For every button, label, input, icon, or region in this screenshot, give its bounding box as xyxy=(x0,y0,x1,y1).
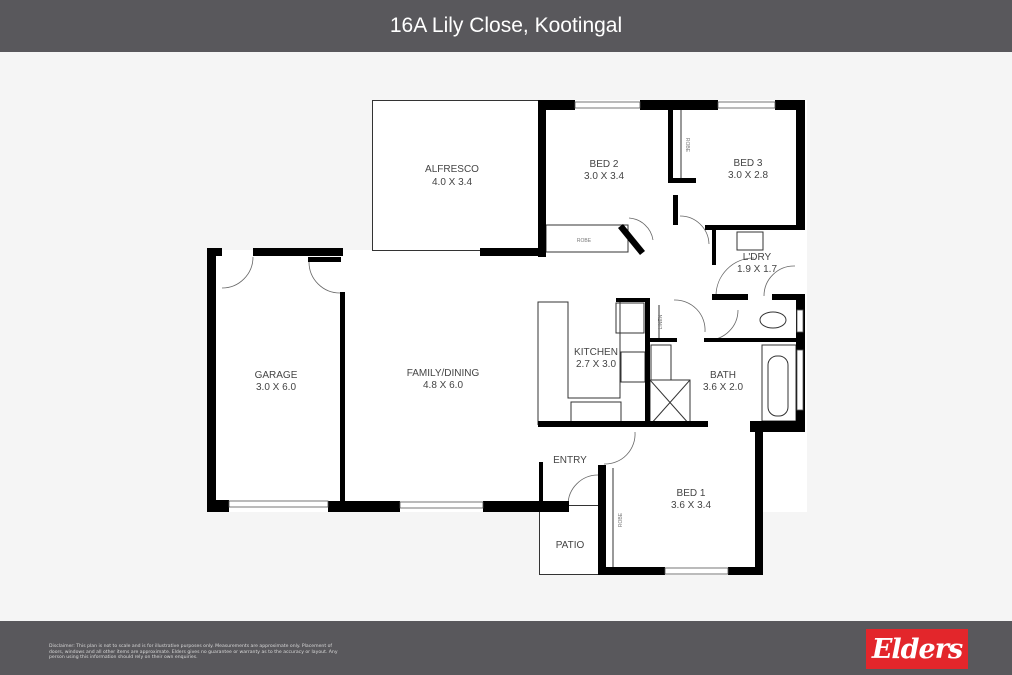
room-size: 3.6 X 3.4 xyxy=(671,500,711,511)
room-name: GARAGE xyxy=(255,370,298,381)
room-size: 1.9 X 1.7 xyxy=(737,264,777,275)
room-name: BATH xyxy=(710,370,736,381)
room-name: FAMILY/DINING xyxy=(407,368,480,379)
footer-bar: Disclaimer: This plan is not to scale an… xyxy=(0,621,1012,675)
robe-label: ROBE xyxy=(684,138,690,153)
floor-fill xyxy=(207,100,807,575)
elders-logo: Elders xyxy=(866,629,968,669)
room-size: 4.8 X 6.0 xyxy=(423,380,463,391)
room-size: 3.6 X 2.0 xyxy=(703,382,743,393)
door-swings xyxy=(221,215,796,506)
room-size: 3.0 X 3.4 xyxy=(584,171,624,182)
room-name: ENTRY xyxy=(553,455,587,466)
page-title: 16A Lily Close, Kootingal xyxy=(389,14,623,37)
robe-label: ROBE xyxy=(577,238,592,244)
room-name: KITCHEN xyxy=(574,347,618,358)
robe-label: ROBE xyxy=(618,512,624,527)
header-bar: 16A Lily Close, Kootingal xyxy=(0,0,1012,52)
disclaimer-text: Disclaimer: This plan is not to scale an… xyxy=(49,644,338,661)
windows xyxy=(228,101,804,575)
room-size: 3.0 X 6.0 xyxy=(256,382,296,393)
room-size: 4.0 X 3.4 xyxy=(432,177,472,188)
room-name: BED 3 xyxy=(734,158,763,169)
room-name: BED 1 xyxy=(677,488,706,499)
linen-label: LINEN xyxy=(658,314,664,329)
room-name: L'DRY xyxy=(743,252,772,263)
room-size: 3.0 X 2.8 xyxy=(728,170,768,181)
room-name: ALFRESCO xyxy=(425,164,479,175)
room-name: PATIO xyxy=(556,540,585,551)
room-name: BED 2 xyxy=(590,159,619,170)
room-size: 2.7 X 3.0 xyxy=(576,359,616,370)
room-labels: ALFRESCO 4.0 X 3.4 BED 2 3.0 X 3.4 BED 3… xyxy=(255,138,778,551)
